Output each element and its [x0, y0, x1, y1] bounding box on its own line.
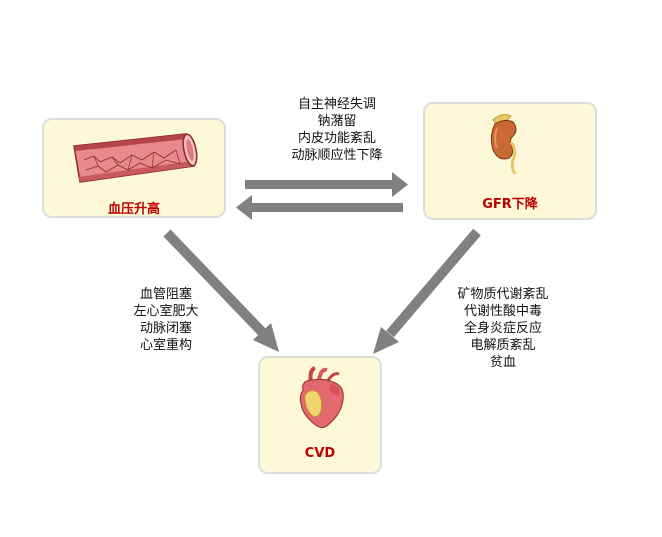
bidirectional-factors-list: 自主神经失调 钠潴留 内皮功能紊乱 动脉顺应性下降	[262, 96, 412, 164]
blood-vessel-icon	[73, 133, 198, 183]
gfr-to-cvd-factors-list: 矿物质代谢紊乱 代谢性酸中毒 全身炎症反应 电解质紊乱 贫血	[438, 286, 568, 371]
factor-item: 动脉闭塞	[139, 321, 192, 336]
heart-icon	[299, 366, 344, 429]
factor-item: 心室重构	[139, 338, 192, 353]
factor-item: 内皮功能紊乱	[297, 131, 376, 146]
node-label-cvd: CVD	[304, 446, 336, 461]
node-label-hypertension: 血压升高	[107, 202, 160, 217]
factor-item: 左心室肥大	[133, 304, 199, 319]
factor-item: 血管阻塞	[139, 287, 192, 302]
node-label-gfr: GFR下降	[482, 197, 538, 212]
kidney-icon	[490, 114, 517, 174]
factor-item: 钠潴留	[317, 114, 357, 129]
node-cvd: CVD	[258, 356, 382, 474]
factor-item: 代谢性酸中毒	[463, 304, 542, 319]
arrow-hypertension-to-gfr	[245, 172, 408, 197]
factor-item: 全身炎症反应	[463, 321, 542, 336]
factor-item: 电解质紊乱	[470, 338, 536, 353]
node-gfr: GFR下降	[423, 102, 597, 220]
factor-item: 矿物质代谢紊乱	[457, 287, 549, 302]
factor-item: 动脉顺应性下降	[291, 148, 383, 163]
arrow-gfr-to-hypertension	[236, 195, 403, 220]
factor-item: 贫血	[489, 355, 516, 370]
hypertension-to-cvd-factors-list: 血管阻塞 左心室肥大 动脉闭塞 心室重构	[112, 286, 220, 354]
node-hypertension: 血压升高	[42, 118, 226, 218]
arrow-hypertension-to-cvd	[163, 229, 279, 352]
factor-item: 自主神经失调	[297, 97, 376, 112]
arrow-gfr-to-cvd	[373, 228, 481, 354]
